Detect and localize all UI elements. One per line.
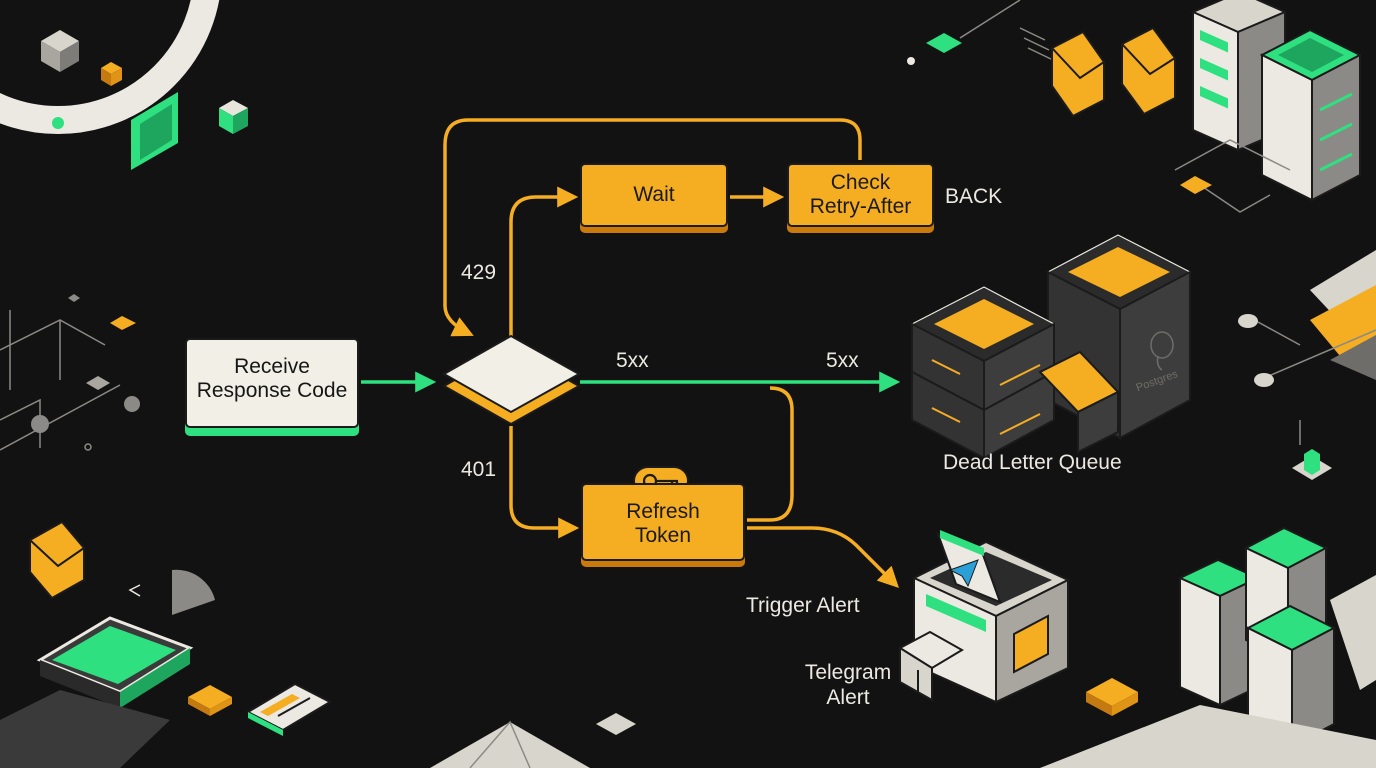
decor-cube — [1292, 420, 1332, 480]
edge-label-back: BACK — [945, 185, 1003, 208]
edge-label-5xx: 5xx — [616, 349, 649, 372]
node-wait-label: Wait — [633, 183, 675, 206]
decor-panel — [131, 92, 178, 170]
decor-tile — [68, 294, 80, 302]
node-check-retry-after[interactable]: Check Retry-After — [787, 163, 934, 227]
edge-label-trigger-alert: Trigger Alert — [746, 594, 860, 617]
envelope-icon — [1051, 30, 1105, 118]
decor-tablet — [36, 616, 194, 708]
telegram-plane-icon — [948, 559, 979, 588]
dead-letter-queue-icon — [910, 234, 1192, 460]
decor-shape — [1040, 575, 1376, 768]
edge-label-5xx-dlq: 5xx — [826, 349, 859, 372]
edge-trigger-alert — [747, 526, 899, 588]
document-icon — [245, 682, 333, 736]
server-rack-icon — [1245, 604, 1337, 748]
node-check-line2: Retry-After — [809, 195, 912, 218]
elephant-icon — [1150, 331, 1174, 371]
node-refresh-line2: Token — [634, 524, 692, 547]
decor-node — [31, 415, 49, 433]
telegram-alert-label-line2: Alert — [826, 686, 870, 709]
edge-label-401: 401 — [461, 458, 497, 481]
decor-tile — [188, 685, 232, 716]
connector-layer — [361, 118, 901, 588]
decor-cube — [101, 62, 122, 86]
node-refresh-token[interactable]: Refresh Token — [581, 483, 745, 561]
edge-label-429: 429 — [461, 261, 497, 284]
envelope-icon — [29, 520, 85, 600]
telegram-alert-label-line1: Telegram — [804, 661, 892, 684]
edge-back-loop — [443, 118, 862, 337]
decor-ring — [0, 0, 220, 134]
node-check-line1: Check — [830, 171, 891, 194]
node-receive-line1: Receive — [234, 355, 310, 378]
server-rack-icon — [1259, 28, 1363, 202]
edge-429-to-wait — [509, 186, 579, 336]
decor-tile — [1180, 176, 1212, 194]
decor-network — [1174, 139, 1291, 213]
decor-node — [124, 396, 140, 412]
telegram-alert-building-icon — [898, 530, 1071, 704]
decor-tile — [110, 316, 136, 330]
dead-letter-queue-label: Dead Letter Queue — [943, 451, 1122, 474]
decision-diamond[interactable] — [441, 334, 582, 426]
decor-cube — [219, 100, 248, 134]
envelope-icon — [1121, 26, 1176, 116]
decor-shape — [430, 713, 636, 768]
edge-401-to-refresh — [509, 426, 580, 539]
decor-network — [907, 0, 1054, 65]
decor-node — [84, 443, 92, 451]
decor-shape — [0, 569, 215, 768]
node-wait[interactable]: Wait — [580, 163, 728, 227]
node-receive-response-code[interactable]: Receive Response Code — [185, 338, 359, 428]
edge-refresh-retry — [747, 386, 794, 522]
node-receive-line2: Response Code — [196, 379, 348, 402]
decor-shape — [1238, 250, 1376, 387]
decor-cube — [41, 30, 79, 72]
decor-tile — [86, 376, 110, 390]
node-refresh-line1: Refresh — [626, 500, 700, 523]
